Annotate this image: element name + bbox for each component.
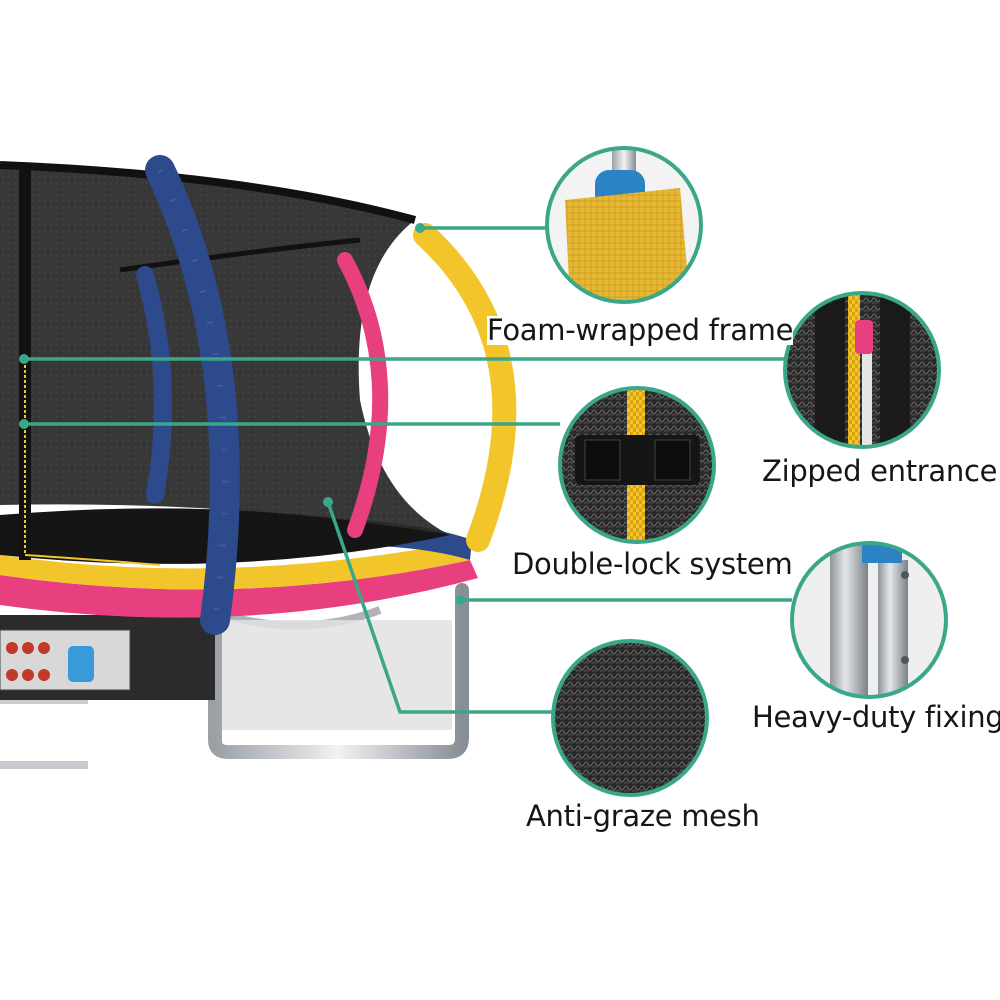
pole-blue-back [136,266,172,504]
label-double-lock-system: Double-lock system [512,547,793,581]
frame-leg [208,583,469,759]
label-zipped-entrance: Zipped entrance [762,454,998,488]
pole-blue-front [145,155,240,635]
trampoline [0,155,517,830]
label-anti-graze-mesh: Anti-graze mesh [526,799,760,833]
storage-bag [0,615,452,730]
detail-mesh-icon [551,639,709,797]
label-heavy-duty-fixings: Heavy-duty fixings [752,703,1000,732]
detail-fix-icon [790,541,948,699]
callout-lines [24,226,792,714]
callout-dots [19,223,465,605]
pole-yellow [413,223,517,552]
detail-foam-icon [545,146,703,304]
pole-pink [337,252,389,538]
detail-lock-icon [558,386,716,544]
label-foam-wrapped-frame: Foam-wrapped frame [487,313,794,347]
detail-zip-icon [783,291,941,449]
pad-pink [0,560,478,618]
